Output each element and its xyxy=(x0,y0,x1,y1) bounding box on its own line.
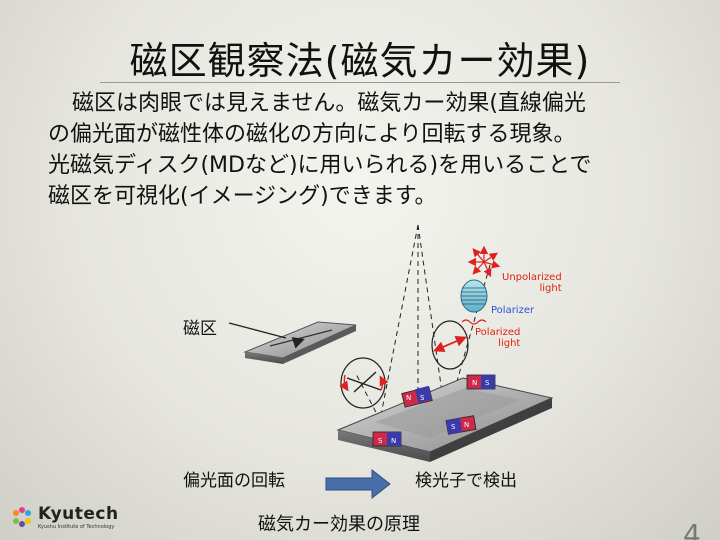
body-paragraph: 磁区は肉眼では見えません。磁気カー効果(直線偏光 の偏光面が磁性体の磁化の方向に… xyxy=(48,88,688,212)
magnet-1 xyxy=(401,385,433,408)
body-line: の偏光面が磁性体の磁化の方向により回転する現象。 xyxy=(48,122,576,147)
magnet-s-label: S xyxy=(485,379,490,387)
kyutech-logo-icon xyxy=(13,507,31,527)
magnet-4 xyxy=(445,415,477,435)
body-line: 磁区は肉眼では見えません。磁気カー効果(直線偏光 xyxy=(72,91,586,116)
process-arrow xyxy=(325,468,391,500)
unpolarized-light-label: Unpolarized light xyxy=(502,272,562,294)
magnet-3 xyxy=(372,431,402,447)
magnet-2 xyxy=(466,374,496,390)
detection-label: 検光子で検出 xyxy=(415,471,517,491)
domain-label: 磁区 xyxy=(183,319,217,339)
body-line: 光磁気ディスク(MDなど)に用いられる)を用いることで xyxy=(48,153,592,178)
title-divider xyxy=(100,82,620,83)
magnet-s-label: S xyxy=(451,423,456,431)
rotation-label: 偏光面の回転 xyxy=(183,471,285,491)
domain-pointer xyxy=(228,322,287,339)
magnet-s-label: S xyxy=(378,437,383,445)
magnet-n-label: N xyxy=(472,379,477,387)
polarizer-label: Polarizer xyxy=(491,305,535,316)
unpolarized-light-icon xyxy=(467,245,501,278)
sample-plate xyxy=(336,377,554,462)
magnet-n-label: N xyxy=(406,394,411,402)
page-number: 4 xyxy=(683,518,701,540)
unpolarized-label-line2: light xyxy=(539,283,562,294)
magnet-n-label: N xyxy=(391,437,396,445)
logo-name: Kyutech xyxy=(38,504,119,524)
slide-title: 磁区観察法(磁気カー効果) xyxy=(129,39,591,83)
magnet-n-label: N xyxy=(464,421,469,429)
diagram-caption: 磁気カー効果の原理 xyxy=(258,514,420,535)
light-wave xyxy=(461,319,487,325)
reflected-polarization-ellipse xyxy=(339,357,389,409)
logo-subtitle: Kyushu Institute of Technology xyxy=(38,524,115,530)
polarized-light-label: Polarized light xyxy=(475,327,520,349)
polarized-label-line2: light xyxy=(498,338,521,349)
magnet-s-label: S xyxy=(420,394,425,402)
incident-polarization-ellipse xyxy=(431,320,469,370)
unpolarized-label-line1: Unpolarized xyxy=(502,272,562,283)
polarizer-icon xyxy=(460,279,488,313)
polarized-label-line1: Polarized xyxy=(475,327,521,338)
magnetic-domain-sample xyxy=(243,321,357,364)
body-line: 磁区を可視化(イメージング)できます。 xyxy=(48,184,437,209)
